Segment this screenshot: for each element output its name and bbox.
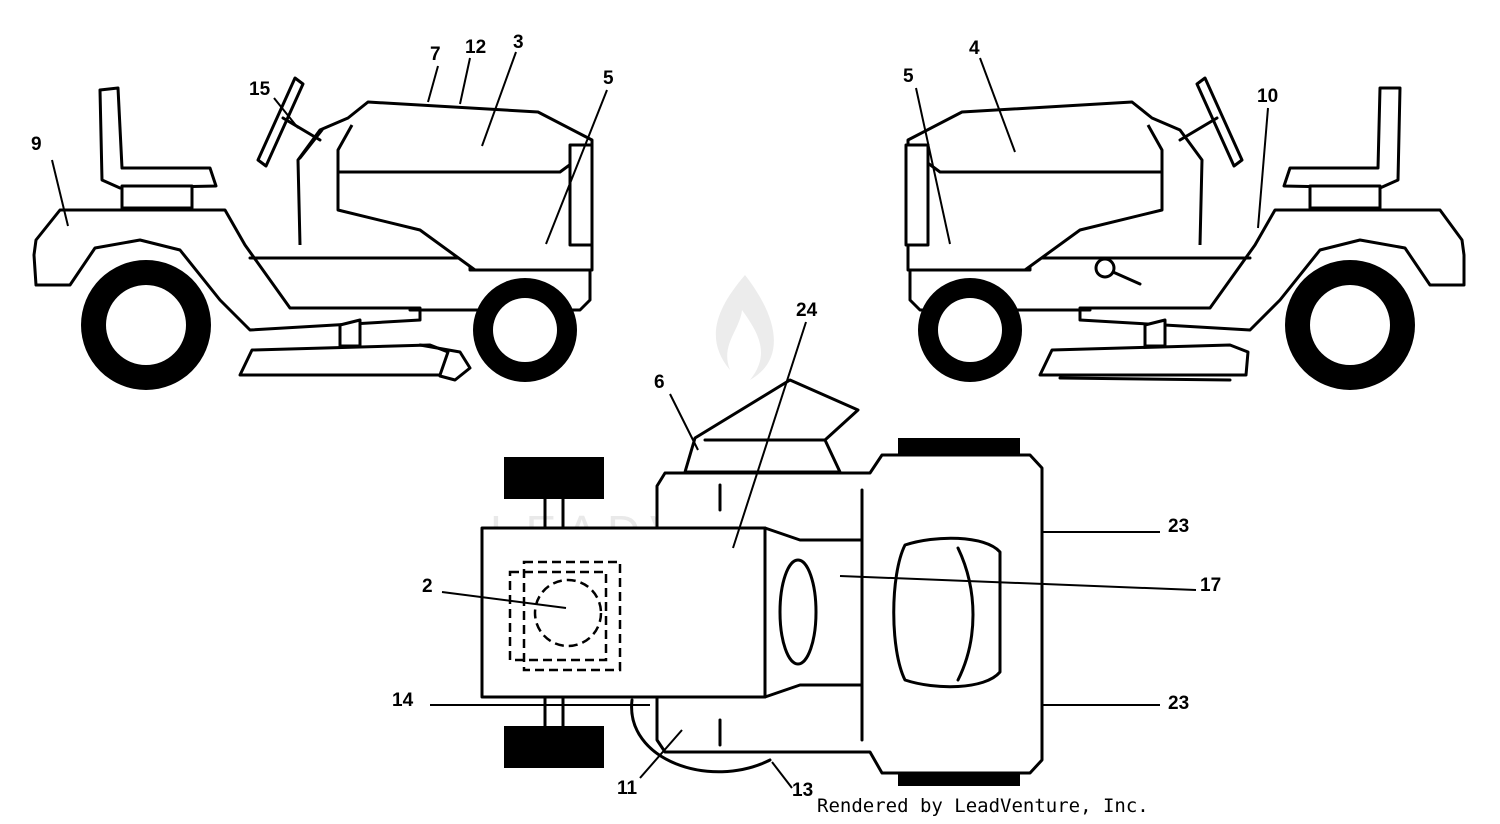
callout-17: 17 [1200,575,1221,596]
right-side-view [904,76,1466,390]
leader-lines [51,51,1269,789]
callout-9: 9 [31,134,42,155]
callout-11: 11 [617,778,638,799]
callout-2: 2 [422,576,433,597]
callout-5-left: 5 [603,68,614,89]
callouts: 9 15 7 12 3 5 5 4 10 24 6 23 17 2 23 14 … [31,32,1278,801]
credit-text: Rendered by LeadVenture, Inc. [817,795,1149,817]
callout-10: 10 [1257,86,1278,107]
callout-23-top: 23 [1168,516,1189,537]
top-view [480,378,1044,786]
callout-12: 12 [465,37,486,58]
callout-5-right: 5 [903,66,914,87]
left-side-view [32,76,594,390]
watermark-flame-icon [715,275,774,380]
callout-23-bottom: 23 [1168,693,1189,714]
callout-7: 7 [430,44,441,65]
callout-15: 15 [249,79,271,100]
callout-14: 14 [392,690,414,711]
callout-6: 6 [654,372,665,393]
callout-13: 13 [792,780,813,801]
callout-4: 4 [969,38,980,59]
callout-24: 24 [796,300,818,321]
callout-3: 3 [513,32,524,53]
